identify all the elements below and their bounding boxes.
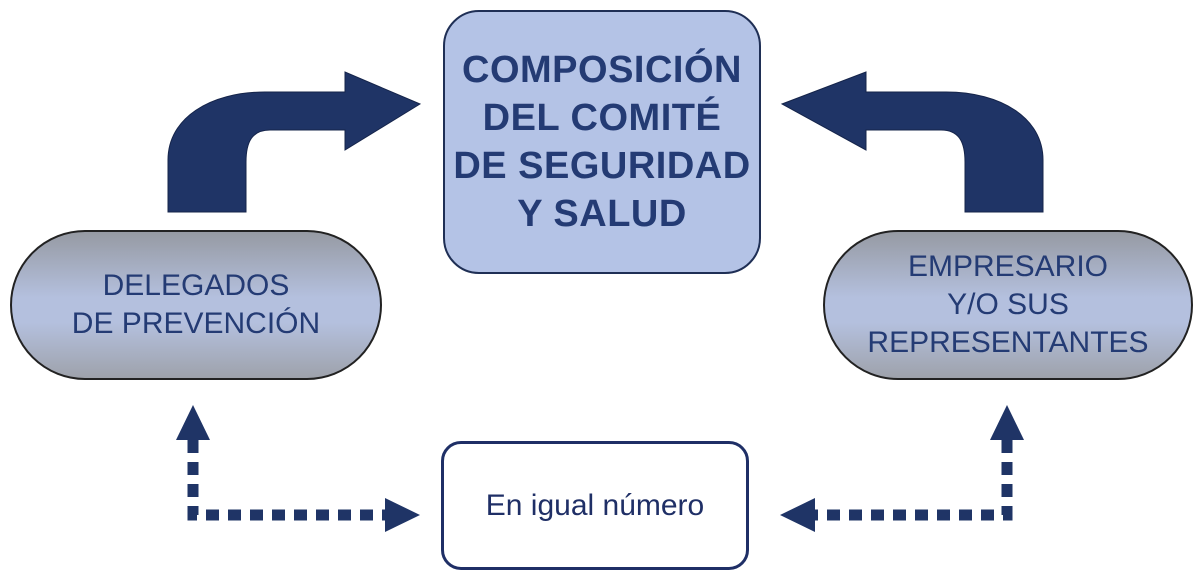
- bottom-node-label: En igual número: [485, 488, 705, 522]
- right-node-empresario: EMPRESARIO Y/O SUS REPRESENTANTES: [823, 230, 1193, 380]
- right-dotted-arrowhead-up: [990, 405, 1024, 440]
- right-dotted-connector: [815, 440, 1013, 521]
- center-node-label: COMPOSICIÓN DEL COMITÉ DE SEGURIDAD Y SA…: [453, 49, 751, 235]
- right-node-label: EMPRESARIO Y/O SUS REPRESENTANTES: [867, 250, 1149, 359]
- left-dotted-connector: [187, 440, 385, 521]
- right-dotted-arrowhead-left: [780, 498, 815, 532]
- left-dotted-arrowhead-up: [176, 405, 210, 440]
- left-node-label: DELEGADOS DE PREVENCIÓN: [71, 269, 321, 340]
- right-curved-arrow: [780, 71, 1044, 213]
- left-dotted-arrowhead-right: [385, 498, 420, 532]
- left-curved-arrow: [167, 71, 422, 213]
- center-node-committee: COMPOSICIÓN DEL COMITÉ DE SEGURIDAD Y SA…: [443, 10, 761, 274]
- left-node-delegados: DELEGADOS DE PREVENCIÓN: [10, 230, 382, 380]
- bottom-node-equal-number: En igual número: [441, 441, 749, 570]
